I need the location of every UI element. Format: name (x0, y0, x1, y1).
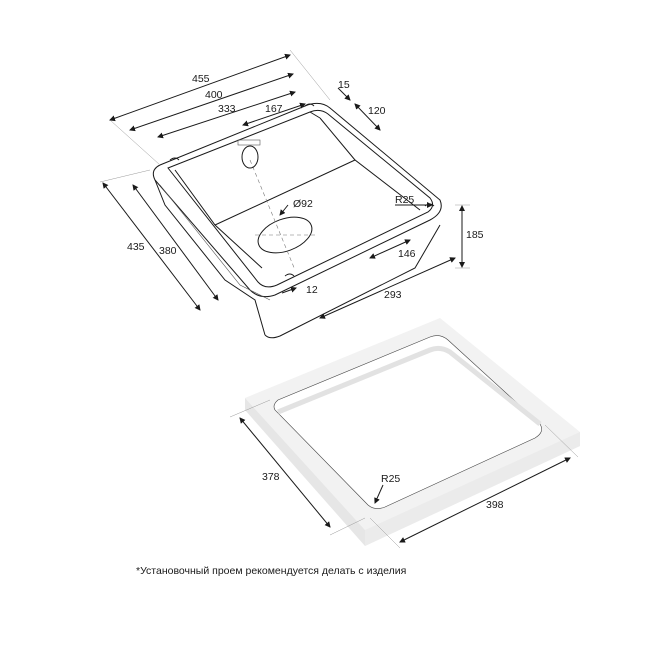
dim-r25-cutout: R25 (381, 473, 400, 485)
cutout-dimensions: 378 398 R25 (229, 399, 579, 549)
dim-185: 185 (466, 229, 484, 241)
dim-455: 455 (192, 73, 210, 85)
dim-435: 435 (127, 241, 145, 253)
dim-378: 378 (262, 471, 280, 483)
dim-r25-sink: R25 (395, 194, 414, 206)
dim-drain: Ø92 (293, 198, 313, 210)
sink-dimensions: 455 400 333 167 15 120 435 380 Ø92 R25 1… (99, 49, 484, 319)
footnote: *Установочный проем рекомендуется делать… (136, 565, 407, 577)
dim-398: 398 (486, 499, 504, 511)
dim-293: 293 (384, 289, 402, 301)
dim-120: 120 (368, 105, 386, 117)
dim-146: 146 (398, 248, 416, 260)
dim-380: 380 (159, 245, 177, 257)
countertop-cutout (245, 318, 580, 546)
sink-body (152, 102, 442, 339)
dim-400: 400 (205, 89, 223, 101)
dim-12: 12 (306, 284, 318, 296)
dim-167: 167 (265, 103, 283, 115)
dim-333: 333 (218, 103, 236, 115)
dim-15: 15 (338, 79, 350, 91)
